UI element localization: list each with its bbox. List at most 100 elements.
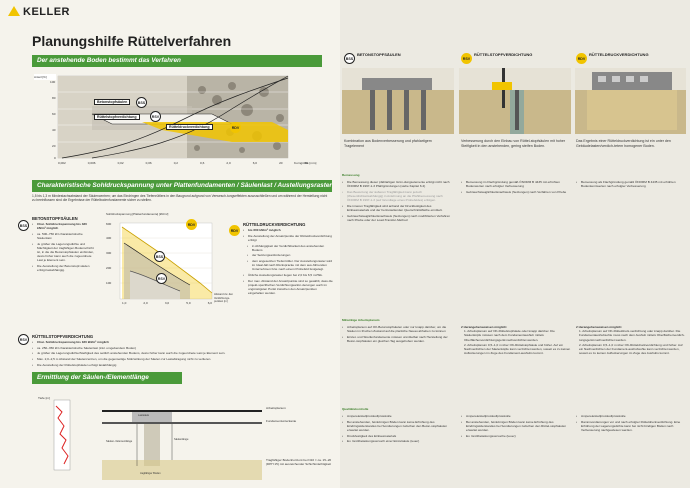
- depth-label-saeulenlaenge: Säulenlänge: [174, 438, 189, 441]
- col2-badge: RSV: [461, 53, 472, 64]
- depth-ylabel: Tiefe [m]: [38, 396, 50, 400]
- pressure-badge-rdv: RDV: [186, 219, 197, 230]
- depth-label-arbeitsplanum: Arbeitsplanum: [266, 406, 286, 410]
- logo-text: KELLER: [23, 6, 70, 18]
- label-ruettelstopfverdichtung: Rüttelstopfverdichtung: [94, 114, 140, 120]
- pressure-xtick: 3,0: [164, 301, 170, 305]
- quality-list-2: Ampereleistellprotokollprotokolle Bei an…: [461, 414, 571, 438]
- depth-label-tragfaehig: tragfähiger Boden: [140, 472, 161, 475]
- quality-item: Druckfestigkeit des Einbaumaterials: [342, 434, 454, 438]
- soil-ylabel: Anteil [%]: [34, 75, 47, 79]
- rsv-list: Char. Sohldruckspannung bis 180 kN/m² mö…: [32, 340, 237, 367]
- rdv-item: in Abhängigkeit der Verdichtbarkeit des …: [247, 244, 333, 252]
- arbeitsplanum-col3: 2 Herangehensweisen möglich: 1. Arbeitsp…: [576, 325, 686, 355]
- badge-rsv-block: RSV: [18, 334, 29, 345]
- quality-item: Rammsondierungen vor und nach erfolgter …: [576, 420, 686, 433]
- quality-item: Ampereleistellprotokollprotokolle: [342, 414, 454, 418]
- depth-label-lastsaeule: Lastsäule: [138, 414, 150, 417]
- pressure-ytick: 300: [106, 251, 112, 255]
- rdv-item: dem angesetzten Tiefenrüttler. Der Ausst…: [247, 259, 333, 272]
- pressure-xtick: 2,0: [143, 301, 148, 305]
- rsv-item: Je größer die Lagerungsdichte/Steifigkei…: [32, 351, 237, 355]
- depth-note: Tragfähiger Bodenhorizont bei N10 = ca. …: [266, 458, 332, 467]
- arbeitsplanum-head: 2 Herangehensweisen möglich:: [576, 325, 623, 329]
- left-panel: KELLER Planungshilfe Rüttelverfahren Der…: [0, 0, 340, 488]
- bemessung-col3: Bemessung als Flachgründung gemäß ÖNORM …: [576, 180, 686, 190]
- rdv-title: RÜTTELDRUCKVERDICHTUNG: [243, 222, 306, 227]
- bss-list: Char. Sohldruckspannung bis 330 kN/m² mö…: [32, 222, 96, 272]
- arbeitsplanum-item: 1. Arbeitsplanum auf OK-Rütteldruck-verd…: [579, 329, 685, 342]
- soil-xtick: 0,02: [117, 161, 124, 165]
- rsv-item: Die Ausstellung der Rüttelstopfsäulen er…: [32, 363, 237, 367]
- bemessung-list-2: Bemessung im Flachgründung gemäß ÖNORM B…: [461, 180, 571, 194]
- bemessung-list-3: Bemessung als Flachgründung gemäß ÖNORM …: [576, 180, 686, 188]
- col1-badge: BSS: [344, 53, 355, 64]
- bemessung-item: Die Bemessung dieser pfahlartigen Grün-d…: [342, 180, 454, 188]
- pressure-ytick: 200: [106, 266, 112, 270]
- column-illustrations: [342, 68, 686, 134]
- quality-col1: Ampereleistellprotokollprotokolle Bei an…: [342, 414, 454, 445]
- col2-title: RÜTTELSTOPFVERDICHTUNG: [474, 52, 533, 57]
- bss-title: BETONSTOPFSÄULEN: [32, 216, 78, 221]
- soil-xlabel: Korngröße [mm]: [294, 161, 317, 165]
- col1-desc: Kombination aus Bodenverbesserung und pf…: [344, 139, 432, 148]
- bss-block: BETONSTOPFSÄULEN Char. Sohldruckspannung…: [32, 216, 96, 274]
- quality-col3: Ampereleistellprotokollprotokolle Rammso…: [576, 414, 686, 434]
- soil-xtick: 60: [304, 161, 308, 165]
- badge-rdv: RDV: [230, 122, 241, 133]
- section-band-depth: Ermittlung der Säulen-/Elementlänge: [32, 372, 182, 384]
- quality-list-1: Ampereleistellprotokollprotokolle Bei an…: [342, 414, 454, 444]
- rdv-block: RÜTTELDRUCKVERDICHTUNG bis 600 kN/m² mög…: [243, 222, 333, 297]
- rdv-item: bis 600 kN/m² möglich: [243, 228, 333, 232]
- section-quality: Qualitätskontrolle: [342, 407, 369, 411]
- quality-col2: Ampereleistellprotokollprotokolle Bei an…: [461, 414, 571, 439]
- bemessung-item: Das Bewertung der äußeren Tragfähigkeit …: [342, 190, 454, 203]
- pressure-xtick: 6,0: [207, 301, 212, 305]
- soil-ytick-1: 80: [52, 96, 56, 100]
- depth-diagram: Tiefe [m] Arbeitsplanum Fundamentunterka…: [32, 388, 332, 484]
- arbeitsplanum-col1: Arbeitsplanum auf OK-Betonstopfsäulen od…: [342, 325, 454, 345]
- soil-xtick: 0,6: [200, 161, 205, 165]
- keller-logo: KELLER: [8, 6, 70, 18]
- pressure-xlabel: Abstand zw. den Verdichtungs-punkten [m]: [214, 293, 234, 303]
- quality-item: Ampereleistellprotokollprotokolle: [576, 414, 686, 418]
- bemessung-item: Bemessung als Flachgründung gemäß ÖNORM …: [576, 180, 686, 188]
- soil-xtick: 2,0: [226, 161, 231, 165]
- arbeitsplanum-head: 2 Herangehensweisen möglich:: [461, 325, 508, 329]
- arbeitsplanum-col2: 2 Herangehensweisen möglich: 1. Arbeitsp…: [461, 325, 571, 355]
- depth-label-fundamentunterkante: Fundamentunterkante: [266, 419, 297, 423]
- quality-item: Ev. Großbelastungsversuch einer Einzelsä…: [342, 439, 454, 443]
- col3-badge: RDV: [576, 53, 587, 64]
- pressure-ytick: 400: [106, 236, 112, 240]
- pressure-xtick: 5,0: [186, 301, 191, 305]
- depth-svg: [53, 399, 262, 480]
- section-band-soil: Der anstehende Boden bestimmt das Verfah…: [32, 55, 322, 67]
- arbeitsplanum-item: Arbeitsplanum auf OK-Betonstopfsäulen od…: [342, 325, 454, 333]
- label-ruetteldruckverdichtung: Rütteldruckverdichtung: [166, 124, 213, 130]
- soil-ytick-3: 40: [52, 128, 56, 132]
- soil-xtick: 20: [279, 161, 283, 165]
- section-arbeitsplanum: Mitwirkige Arbeitsplanum: [342, 318, 380, 322]
- pressure-badge-bss: BSS: [154, 251, 165, 262]
- bemessung-item: Die inneren Tragfähigkeit wird anhand de…: [342, 204, 454, 212]
- pressure-ytick: 100: [106, 281, 112, 285]
- soil-xtick: 6,0: [252, 161, 258, 165]
- logo-triangle-icon: [8, 6, 20, 16]
- bemessung-list-1: Die Bemessung dieser pfahlartigen Grün-d…: [342, 180, 454, 222]
- pressure-chart: Sohldruckspannung [Plattenfundamente] [k…: [100, 212, 233, 313]
- col2-desc: Verbesserung durch den Einbau von Rüttel…: [461, 139, 566, 148]
- quality-item: Ampereleistellprotokollprotokolle: [461, 414, 571, 418]
- soil-ytick-0: 100: [50, 80, 56, 84]
- pressure-badge-rsv: RSV: [156, 273, 167, 284]
- col1-title: BETONSTOPFSÄULEN: [357, 52, 401, 57]
- rdv-item: Der max. Abstand der Ansatzpunkte sind s…: [243, 279, 333, 296]
- badge-rsv: RSV: [150, 111, 161, 122]
- bss-item: Char. Sohldruckspannung bis 330 kN/m² mö…: [32, 222, 96, 230]
- soil-xtick: 0,002: [58, 161, 66, 165]
- soil-xtick: 0,2: [173, 161, 178, 165]
- rsv-item: ca. 250–350 kN charakteristische Säulenl…: [32, 346, 237, 350]
- pressure-title: Sohldruckspannung [Plattenfundamente] [k…: [106, 212, 169, 216]
- bss-item: ca. 500–750 kN charakteristische Säulenl…: [32, 232, 96, 240]
- arbeitsplanum-item: 2. Arbeitsplanum 0,5–1,0 m über OK-Rütte…: [579, 342, 683, 356]
